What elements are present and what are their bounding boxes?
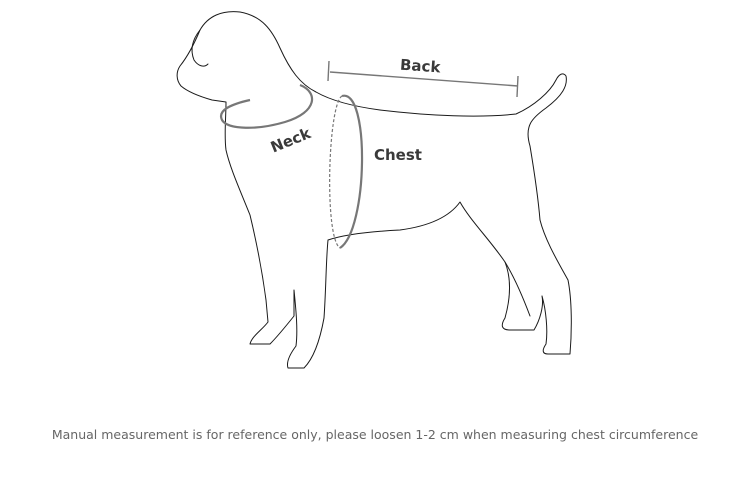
back-measure-tick-left <box>327 60 330 82</box>
dog-hind-inner-leg <box>504 261 531 317</box>
dog-measurement-diagram: Back Neck Chest <box>176 11 572 369</box>
measurement-guides <box>219 60 519 249</box>
chest-label: Chest <box>374 146 422 164</box>
chest-measure-front <box>339 94 364 249</box>
back-label: Back <box>399 56 442 77</box>
back-measure-line <box>329 71 519 87</box>
dog-outline <box>176 11 572 369</box>
back-measure-tick-right <box>516 75 519 98</box>
dog-body-outline <box>176 11 572 369</box>
dog-ear <box>191 29 209 67</box>
measurement-note: Manual measurement is for reference only… <box>51 427 699 442</box>
neck-measure-loop <box>219 83 314 129</box>
neck-label: Neck <box>268 124 314 157</box>
chest-measure-back <box>329 95 343 249</box>
